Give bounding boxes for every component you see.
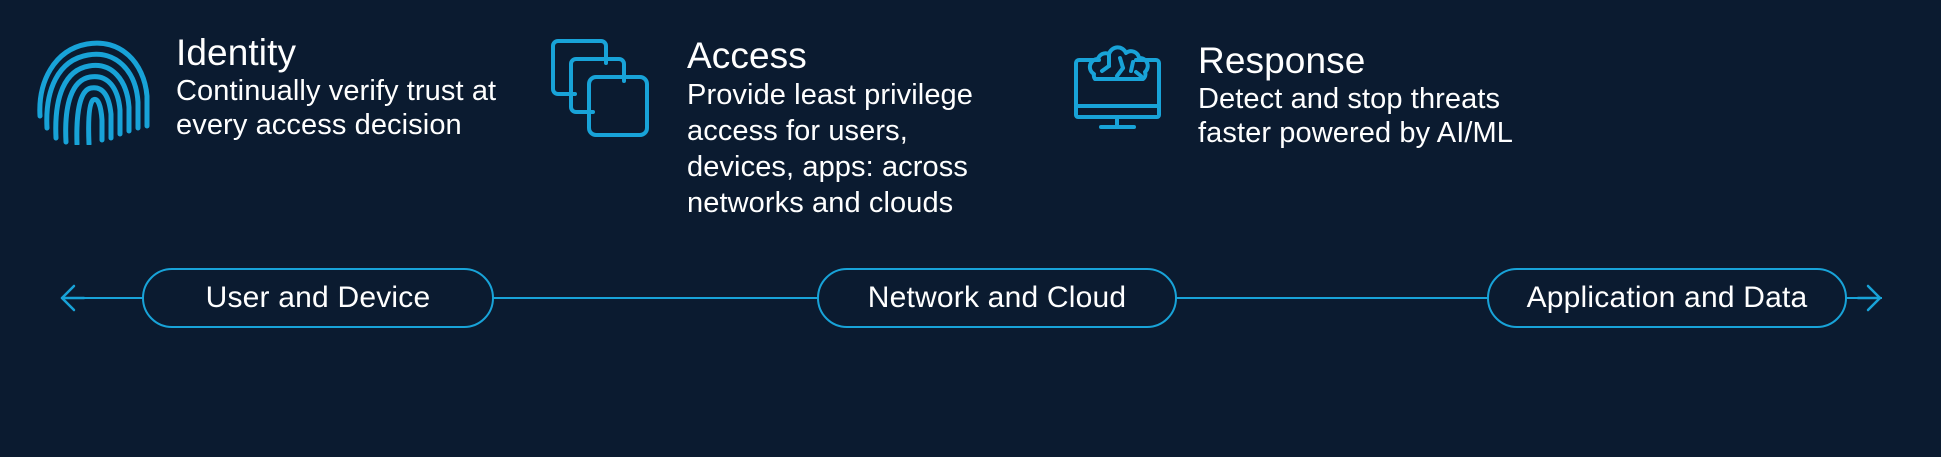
pillar-access-text: Access Provide least privilege access fo… bbox=[687, 33, 973, 221]
pillar-access-desc: Provide least privilege access for users… bbox=[687, 77, 973, 221]
pillar-response-title: Response bbox=[1198, 40, 1366, 81]
fingerprint-icon bbox=[37, 40, 150, 145]
flow-stage-network-label: Network and Cloud bbox=[867, 281, 1127, 314]
stacked-squares-icon bbox=[551, 39, 649, 137]
pillar-response-desc-line: faster powered by AI/ML bbox=[1198, 117, 1514, 149]
pillar-response: Response Detect and stop threats faster … bbox=[1065, 38, 1513, 150]
pillar-identity-desc-line: every access decision bbox=[176, 109, 462, 141]
flow-row: User and Device Network and Cloud Applic… bbox=[0, 268, 1941, 368]
flow-stage-network[interactable]: Network and Cloud bbox=[817, 268, 1177, 328]
pillar-access-desc-line: networks and clouds bbox=[687, 187, 954, 219]
pillar-access-title: Access bbox=[687, 35, 807, 76]
flow-stage-application[interactable]: Application and Data bbox=[1487, 268, 1847, 328]
pillar-identity: Identity Continually verify trust at eve… bbox=[34, 30, 496, 145]
pillar-access-desc-line: Provide least privilege bbox=[687, 79, 973, 111]
pillar-response-text: Response Detect and stop threats faster … bbox=[1198, 38, 1513, 150]
pillar-identity-desc-line: Continually verify trust at bbox=[176, 75, 497, 107]
pillar-access: Access Provide least privilege access fo… bbox=[545, 33, 973, 221]
flow-stage-user-label: User and Device bbox=[205, 281, 431, 314]
brain-monitor-icon bbox=[1074, 45, 1161, 129]
pillar-response-desc-line: Detect and stop threats bbox=[1198, 83, 1501, 115]
pillar-identity-desc: Continually verify trust at every access… bbox=[176, 74, 496, 142]
arrow-left-icon bbox=[60, 284, 86, 312]
pillars-row: Identity Continually verify trust at eve… bbox=[34, 30, 1513, 221]
flow-stage-user[interactable]: User and Device bbox=[142, 268, 494, 328]
pillar-access-desc-line: access for users, bbox=[687, 115, 908, 147]
pillar-access-desc-line: devices, apps: across bbox=[687, 151, 968, 183]
pillar-identity-text: Identity Continually verify trust at eve… bbox=[176, 30, 496, 142]
pillar-response-desc: Detect and stop threats faster powered b… bbox=[1198, 82, 1513, 150]
pillar-identity-title: Identity bbox=[176, 32, 297, 73]
arrow-right-icon bbox=[1856, 284, 1882, 312]
flow-stage-application-label: Application and Data bbox=[1526, 281, 1808, 314]
